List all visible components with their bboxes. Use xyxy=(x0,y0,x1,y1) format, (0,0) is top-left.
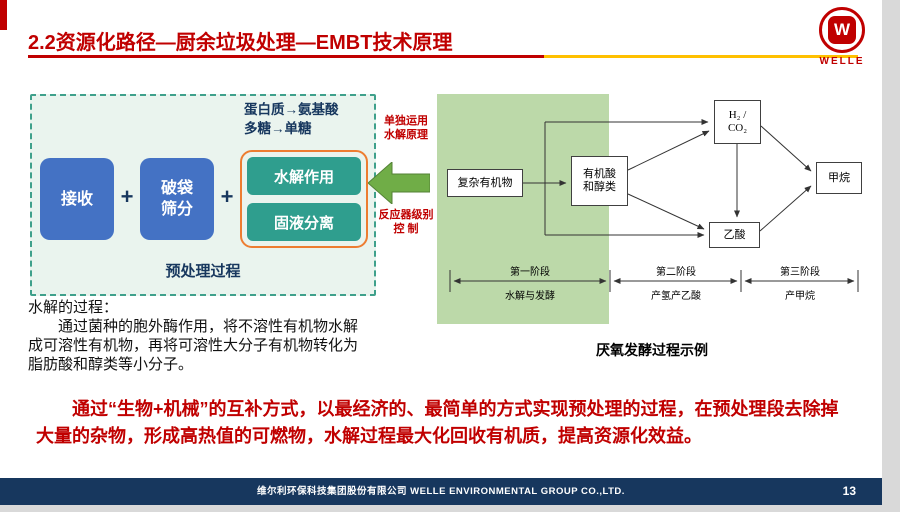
phase3-desc: 产甲烷 xyxy=(785,291,815,302)
phase1-desc: 水解与发酵 xyxy=(505,291,555,302)
methane-box: 甲烷 xyxy=(816,162,862,194)
organic-acids-line1: 有机酸 xyxy=(583,168,616,180)
summary-text: 通过“生物+机械”的互补方式，以最经济的、最简单的方式实现预处理的过程，在预处理… xyxy=(36,399,839,446)
logo-wordmark: WELLE xyxy=(819,56,865,67)
solid-liquid-separation-box: 固液分离 xyxy=(247,203,361,241)
footer-company-name: 维尔利环保科技集团股份有限公司 WELLE ENVIRONMENTAL GROU… xyxy=(257,486,625,497)
plus-sign: + xyxy=(120,184,134,209)
conversion-line2: 多糖→单糖 xyxy=(244,121,312,136)
page-title: 2.2资源化路径—厨余垃圾处理—EMBT技术原理 xyxy=(28,32,453,54)
hydrolysis-body: 通过菌种的胞外酶作用，将不溶性有机物水解成可溶性有机物，再将可溶性大分子有机物转… xyxy=(28,318,359,373)
phase1-name: 第一阶段 xyxy=(510,267,550,278)
corner-accent-bar xyxy=(0,0,7,30)
pretreatment-panel: 蛋白质→氨基酸 多糖→单糖 接收 + 破袋 筛分 + 水解作用 固液分离 预处理… xyxy=(30,94,376,296)
page-number: 13 xyxy=(842,484,856,498)
co2-label: CO₂ xyxy=(727,122,748,134)
company-logo: W WELLE xyxy=(810,7,874,67)
complex-organics-box: 复杂有机物 xyxy=(447,169,523,197)
organic-acids-line2: 和醇类 xyxy=(583,181,616,193)
step-screening-box: 破袋 筛分 xyxy=(140,158,214,240)
fermentation-green-panel xyxy=(437,94,609,324)
hydrolysis-separation-group: 水解作用 固液分离 xyxy=(240,150,368,248)
methane-label: 甲烷 xyxy=(828,171,850,184)
phase2-name: 第二阶段 xyxy=(656,267,696,278)
hydrolysis-heading: 水解的过程： xyxy=(28,299,119,316)
phase3-name: 第三阶段 xyxy=(780,267,820,278)
arrow-note-top-line1: 单独运用 xyxy=(384,115,428,127)
left-arrow-icon xyxy=(368,162,430,204)
arrow-note-top-line2: 水解原理 xyxy=(384,129,428,141)
conversion-line1: 蛋白质→氨基酸 xyxy=(244,102,339,117)
acetic-acid-box: 乙酸 xyxy=(709,222,760,248)
fermentation-caption: 厌氧发酵过程示例 xyxy=(596,342,708,358)
slide: 2.2资源化路径—厨余垃圾处理—EMBT技术原理 W WELLE 蛋白质→氨基酸… xyxy=(0,0,882,505)
logo-w-icon: W xyxy=(828,16,856,44)
hydrolysis-text-block: 水解的过程： 通过菌种的胞外酶作用，将不溶性有机物水解成可溶性有机物，再将可溶性… xyxy=(28,298,362,374)
pretreatment-caption: 预处理过程 xyxy=(165,263,241,280)
logo-ring-icon: W xyxy=(819,7,865,53)
step-receive-box: 接收 xyxy=(40,158,114,240)
phase2-desc: 产氢产乙酸 xyxy=(651,291,701,302)
step-screening-line1: 破袋 xyxy=(160,180,193,197)
acetic-acid-label: 乙酸 xyxy=(723,228,746,241)
arrow-note-bottom-line1: 反应器级别 xyxy=(378,209,434,221)
title-underline-red xyxy=(28,55,544,58)
title-underline-gold xyxy=(544,55,858,58)
hydrogen-co2-box: H₂ / CO₂ xyxy=(714,100,761,144)
footer-bar: 维尔利环保科技集团股份有限公司 WELLE ENVIRONMENTAL GROU… xyxy=(0,478,882,505)
organic-acids-box: 有机酸 和醇类 xyxy=(571,156,628,206)
hydrogen-label: H₂ / xyxy=(728,109,747,121)
arrow-note-top: 单独运用 水解原理 xyxy=(372,114,440,142)
arrow-note-bottom: 反应器级别 控 制 xyxy=(368,208,444,236)
conversion-text: 蛋白质→氨基酸 多糖→单糖 xyxy=(244,100,339,138)
complex-organics-label: 复杂有机物 xyxy=(457,176,513,189)
arrow-note-bottom-line2: 控 制 xyxy=(393,223,419,235)
plus-sign: + xyxy=(220,184,234,209)
hydrolysis-box: 水解作用 xyxy=(247,157,361,195)
step-receive-label: 接收 xyxy=(60,190,93,208)
step-screening-line2: 筛分 xyxy=(160,201,193,218)
